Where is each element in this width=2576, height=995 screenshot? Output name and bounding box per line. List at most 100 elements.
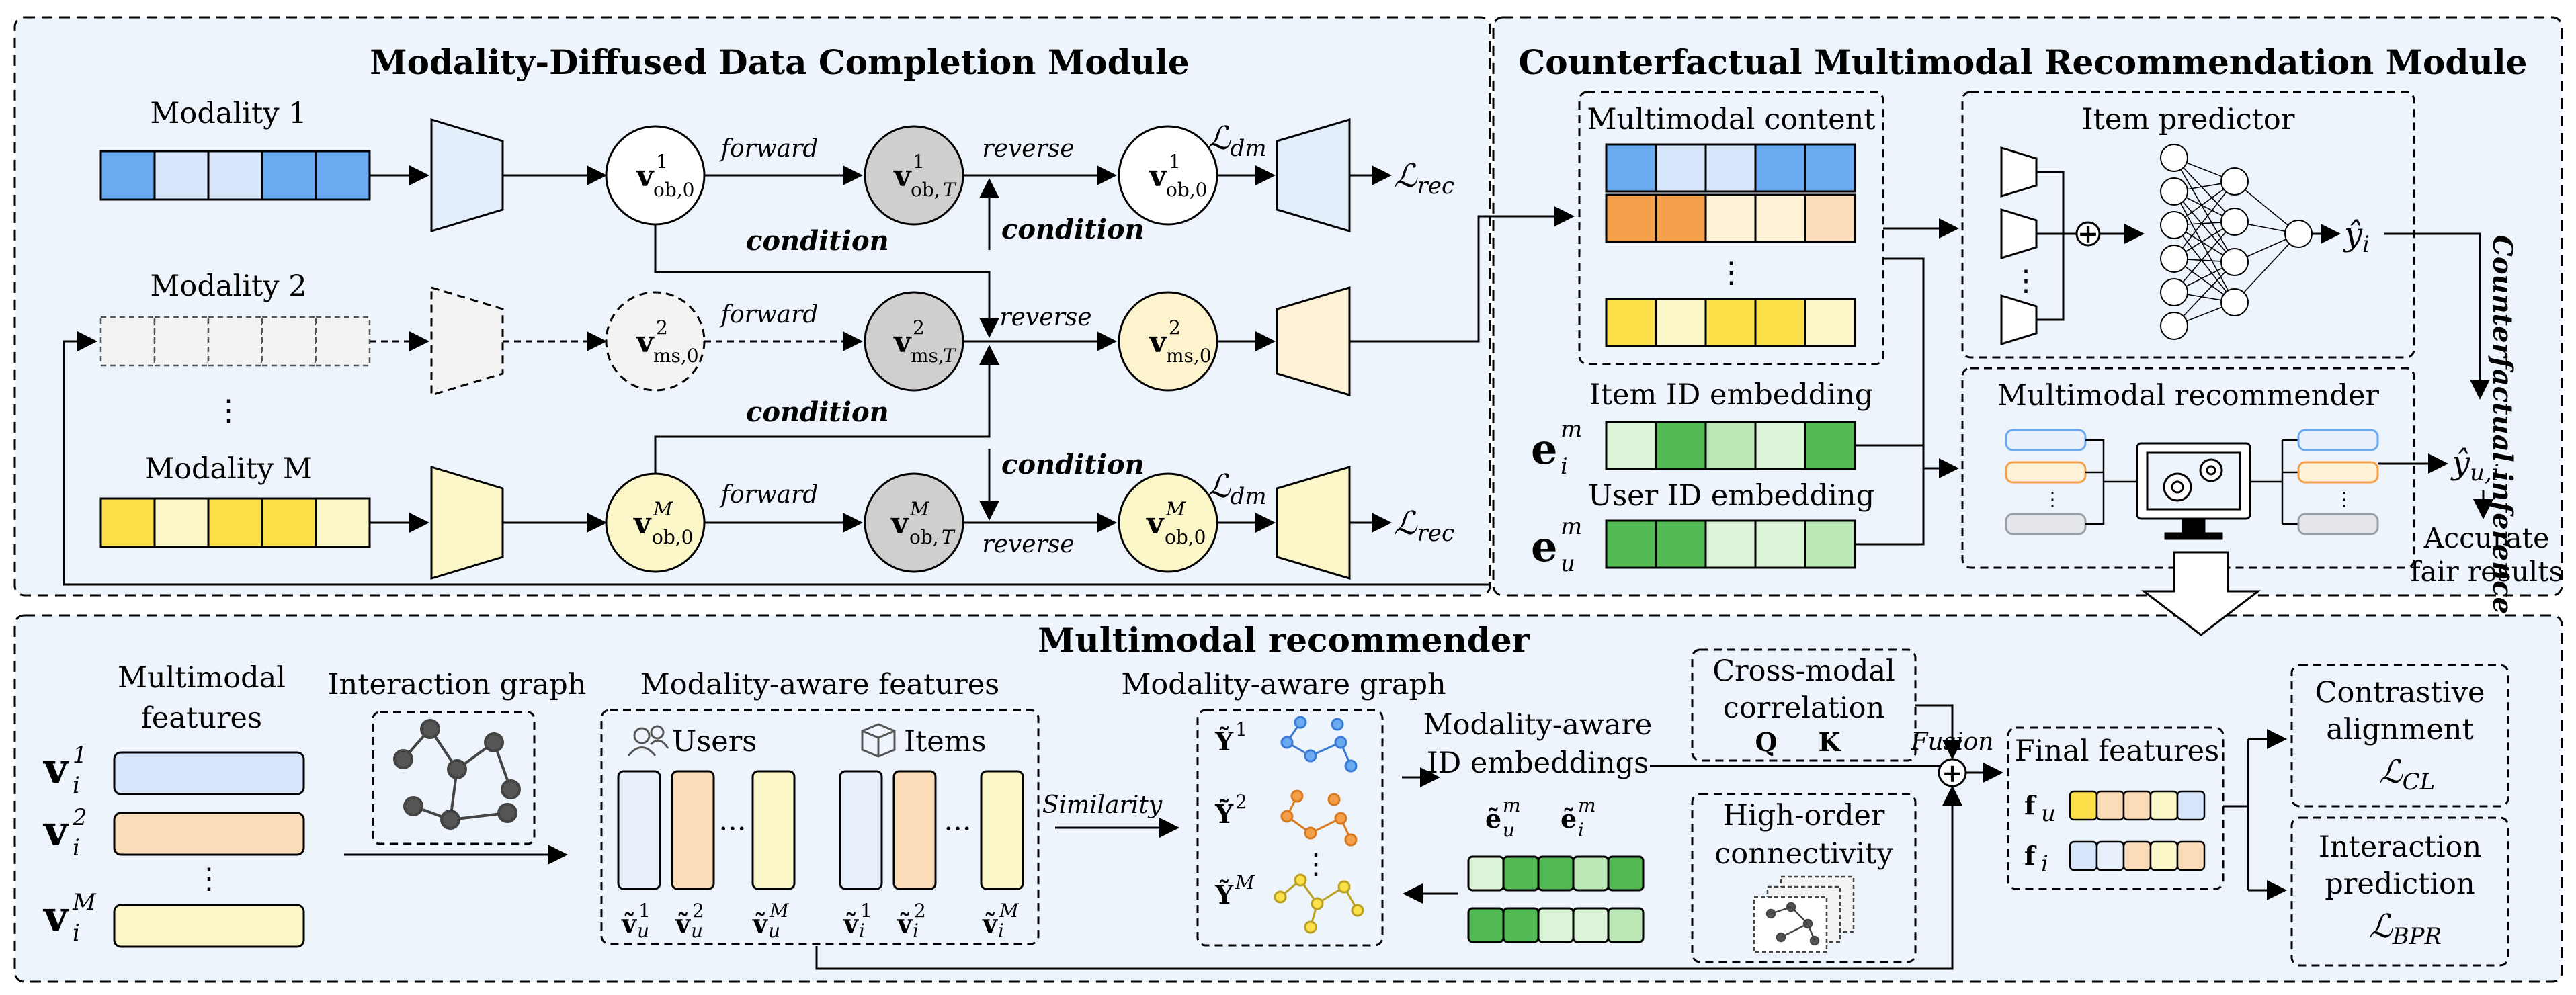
- loss-cl: ℒCL: [2379, 753, 2435, 795]
- multimodal-features-label: Multimodal: [118, 661, 286, 695]
- condition-path-from-v1: [654, 224, 999, 338]
- fusion-plus: +: [1942, 758, 1963, 788]
- cross-modal-label: Cross-modal: [1712, 654, 1895, 688]
- modality-1-label: Modality 1: [150, 97, 306, 130]
- sup: m: [1503, 794, 1521, 816]
- decoder-modality-1: [1276, 118, 1351, 233]
- svg-text:2: 2: [692, 900, 704, 922]
- item-id-embedding-label: Item ID embedding: [1589, 378, 1874, 412]
- Y-m: Ỹ: [1214, 879, 1234, 910]
- modality-m-label: Modality M: [144, 452, 313, 486]
- modality-2-missing-strip: [99, 316, 371, 367]
- forward-label: forward: [719, 301, 819, 329]
- final-features-label: Final features: [2015, 734, 2219, 768]
- node-v1-ob0-rec: [1118, 125, 1218, 226]
- cross-modal-box: [1691, 648, 1917, 762]
- decoder-modality-2: [1276, 286, 1351, 397]
- svg-text:1: 1: [638, 900, 651, 922]
- sup: M: [72, 889, 97, 916]
- node-vm-ob0-rec: [1118, 472, 1218, 573]
- k-label: K: [1818, 727, 1841, 757]
- multimodal-features-label: features: [141, 701, 262, 735]
- id-embeddings-label: ID embeddings: [1427, 746, 1649, 780]
- condition-label: condition: [1001, 449, 1145, 480]
- node-v1-obT: [864, 125, 964, 226]
- items-box-icon: [861, 723, 896, 758]
- condition-path-from-vm: [654, 345, 999, 474]
- interaction-graph-label: Interaction graph: [328, 668, 587, 701]
- multimodal-recommender-label: Multimodal recommender: [1997, 379, 2379, 413]
- recommender-title: Multimodal recommender: [1038, 620, 1530, 660]
- fair-results-label: fair results: [2410, 556, 2563, 588]
- accurate-label: Accurate: [2423, 522, 2550, 554]
- id-embedding-strip-1: [1467, 855, 1645, 892]
- modality-aware-features-box: [600, 709, 1040, 945]
- f-u: f: [2024, 790, 2037, 820]
- svg-text:ṽ: ṽ: [982, 908, 999, 939]
- recommender-input-pills: [2005, 429, 2087, 535]
- node-sup: M: [909, 498, 930, 520]
- e-i-tilde: ẽ: [1561, 804, 1577, 834]
- content-strip-blue: [1605, 143, 1856, 193]
- Y-1: Ỹ: [1214, 726, 1234, 756]
- node-sub: ob,: [909, 526, 939, 548]
- node-sub: ob,: [911, 179, 940, 201]
- feature-bar-blue: [113, 751, 305, 795]
- encoder-modality-m: [430, 465, 504, 580]
- high-order-label: High-order: [1723, 799, 1885, 832]
- loss-rec-label: ℒrec: [1394, 157, 1454, 200]
- loss-dm-label: ℒdm: [1207, 468, 1267, 510]
- sub: i: [1578, 819, 1584, 841]
- loss-bpr: ℒBPR: [2369, 908, 2442, 950]
- interaction-label: prediction: [2325, 867, 2475, 901]
- e-u-tilde: ẽ: [1485, 804, 1501, 834]
- graph-yellow: [1274, 873, 1364, 934]
- f-i-sub: i: [2041, 851, 2048, 877]
- item-embedding-sub: i: [1561, 453, 1568, 480]
- similarity-label: Similarity: [1042, 791, 1163, 819]
- user-embedding-symbol: e: [1531, 522, 1557, 571]
- loss-dm-label: ℒdm: [1207, 120, 1267, 162]
- user-embedding-sup: m: [1561, 513, 1582, 540]
- modality-dots: ⋮: [214, 394, 243, 427]
- feedback-loop: [63, 331, 1489, 586]
- modality-1-feature-strip: [99, 150, 371, 201]
- node-label: v: [893, 325, 912, 359]
- user-id-embedding-label: User ID embedding: [1588, 479, 1874, 513]
- columns-ellipsis: ···: [718, 812, 746, 846]
- node-sup: M: [1165, 498, 1186, 520]
- node-sub-t: T: [943, 345, 957, 367]
- v-i-1: v: [42, 744, 69, 793]
- sub: i: [73, 834, 80, 861]
- reverse-label: reverse: [982, 135, 1074, 163]
- Y-2-sup: 2: [1235, 791, 1247, 813]
- node-label: v: [1149, 325, 1167, 359]
- interaction-graph-box: [372, 711, 536, 845]
- node-sub: ms,0: [1166, 345, 1212, 367]
- counterfactual-module-title: Counterfactual Multimodal Recommendation…: [1518, 42, 2527, 82]
- predictor-dots: ⋮: [2011, 264, 2040, 298]
- node-label: v: [633, 507, 652, 541]
- node-label: v: [890, 507, 909, 541]
- node-sub: ms,0: [653, 345, 699, 367]
- item-predictor-label: Item predictor: [2082, 103, 2295, 136]
- sup: 1: [73, 742, 87, 769]
- q-label: Q: [1755, 727, 1777, 757]
- multimodal-content-label: Multimodal content: [1587, 103, 1875, 136]
- counterfactual-arrow: [2384, 232, 2490, 400]
- node-v2-ms0: [605, 291, 706, 392]
- svg-text:ṽ: ṽ: [752, 908, 769, 939]
- users-icon: [627, 725, 669, 756]
- recommender-panel: [13, 614, 2563, 983]
- node-v2-ms0-rec: [1118, 291, 1218, 392]
- sub: i: [73, 920, 80, 947]
- modality-2-label: Modality 2: [150, 269, 306, 303]
- condition-label: condition: [746, 225, 889, 257]
- node-sup: 1: [656, 150, 668, 173]
- svg-text:M: M: [999, 900, 1020, 922]
- sup: 2: [72, 804, 87, 831]
- svg-text:i: i: [859, 920, 865, 942]
- content-dots: ⋮: [1717, 256, 1746, 290]
- content-strip-orange: [1605, 193, 1856, 243]
- node-sup: 2: [656, 316, 668, 339]
